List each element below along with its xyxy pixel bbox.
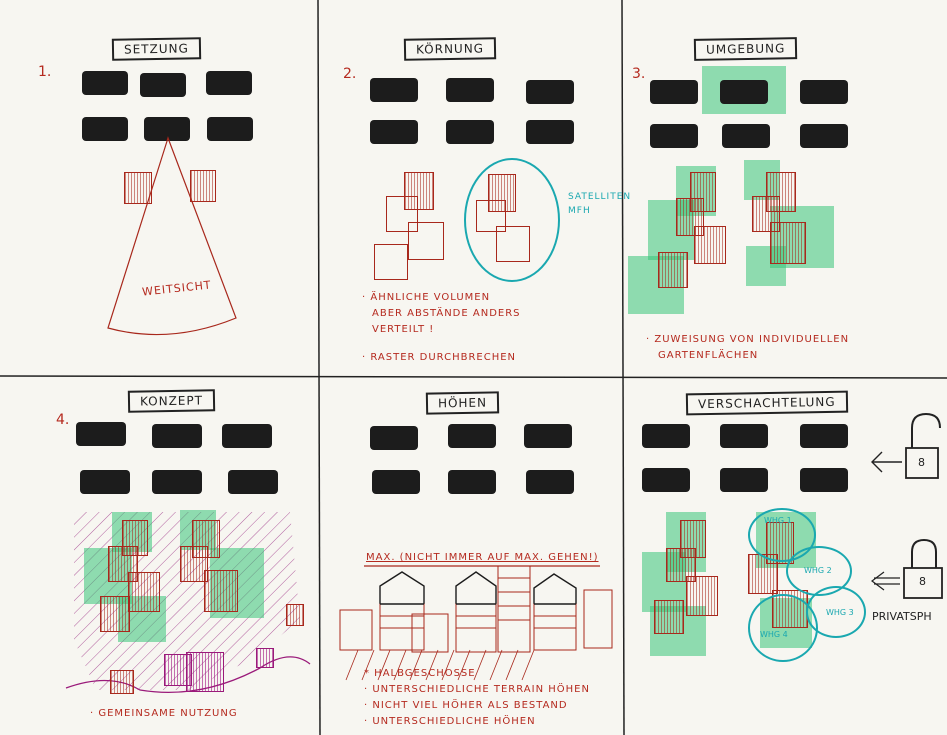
new-building [752, 196, 780, 232]
new-building [488, 174, 516, 212]
new-building-outline [476, 200, 506, 232]
cluster-label: WHG 4 [760, 630, 788, 639]
new-building [654, 600, 684, 634]
note-line: · ÄHNLICHE VOLUMEN [362, 292, 491, 303]
existing-building [526, 120, 574, 144]
existing-building [82, 71, 128, 95]
existing-building [448, 470, 496, 494]
existing-building [524, 424, 572, 448]
note-line: VERTEILT ! [372, 324, 435, 335]
note-line: · RASTER DURCHBRECHEN [362, 352, 517, 363]
existing-building [800, 124, 848, 148]
new-building [124, 172, 152, 204]
new-building [286, 604, 304, 626]
existing-building [650, 80, 698, 104]
existing-building [642, 424, 690, 448]
existing-building [76, 422, 126, 446]
lock-digit: 8 [919, 575, 927, 588]
existing-building [207, 117, 253, 141]
note-line: · GEMEINSAME NUTZUNG [90, 708, 238, 719]
existing-building [446, 78, 494, 102]
cluster-label: WHG 2 [804, 566, 832, 575]
existing-building [800, 468, 848, 492]
note-line: · UNTERSCHIEDLICHE HÖHEN [364, 716, 536, 727]
new-building [190, 170, 216, 202]
new-building-outline [408, 222, 444, 260]
existing-building [448, 424, 496, 448]
existing-building [526, 80, 574, 104]
cluster-label: WHG 3 [826, 608, 854, 617]
new-building [128, 572, 160, 612]
max-height-label: MAX. (NICHT IMMER AUF MAX. GEHEN!) [366, 552, 599, 563]
existing-building [720, 468, 768, 492]
satellite-label: SATELLITEN MFH [568, 192, 632, 216]
existing-building [228, 470, 278, 494]
existing-building [80, 470, 130, 494]
shared-building [256, 648, 274, 668]
existing-building [370, 78, 418, 102]
existing-building [152, 424, 202, 448]
existing-building [206, 71, 252, 95]
cluster-ring [748, 594, 818, 662]
panel-number: 1. [38, 64, 52, 80]
new-building [100, 596, 130, 632]
new-building [180, 546, 208, 582]
lock-digit: 8 [918, 456, 926, 469]
note-line: · ZUWEISUNG VON INDIVIDUELLEN [646, 334, 850, 345]
existing-building [152, 470, 202, 494]
new-building [770, 222, 806, 264]
new-building [666, 548, 696, 582]
existing-building [650, 124, 698, 148]
existing-building [720, 424, 768, 448]
existing-building [370, 120, 418, 144]
new-building [694, 226, 726, 264]
new-building [110, 670, 134, 694]
existing-building [140, 73, 186, 97]
existing-building [800, 424, 848, 448]
shared-building [186, 652, 224, 692]
note-line: ABER ABSTÄNDE ANDERS [372, 308, 521, 319]
note-line: * HALBGESCHOSSE [364, 668, 476, 679]
note-line: · UNTERSCHIEDLICHE TERRAIN HÖHEN [364, 684, 590, 695]
new-building-outline [496, 226, 530, 262]
new-building-outline [374, 244, 408, 280]
existing-building [642, 468, 690, 492]
privacy-label: PRIVATSPH [872, 610, 932, 623]
existing-building [446, 120, 494, 144]
satellite-ring [464, 158, 560, 282]
new-building [204, 570, 238, 612]
existing-building [222, 424, 272, 448]
existing-building [800, 80, 848, 104]
panel-number: 3. [632, 66, 646, 82]
existing-building [372, 470, 420, 494]
note-line: · NICHT VIEL HÖHER ALS BESTAND [364, 700, 568, 711]
new-building-outline [386, 196, 418, 232]
existing-building [144, 117, 190, 141]
new-building [686, 576, 718, 616]
new-building [404, 172, 434, 210]
panel-number: 4. [56, 412, 70, 428]
existing-building [720, 80, 768, 104]
cluster-ring [748, 508, 816, 562]
existing-building [526, 470, 574, 494]
new-building [658, 252, 688, 288]
existing-building [82, 117, 128, 141]
panel-number: 2. [343, 66, 357, 82]
existing-building [722, 124, 770, 148]
note-line: GARTENFLÄCHEN [658, 350, 759, 361]
cluster-label: WHG 1 [764, 516, 792, 525]
existing-building [370, 426, 418, 450]
